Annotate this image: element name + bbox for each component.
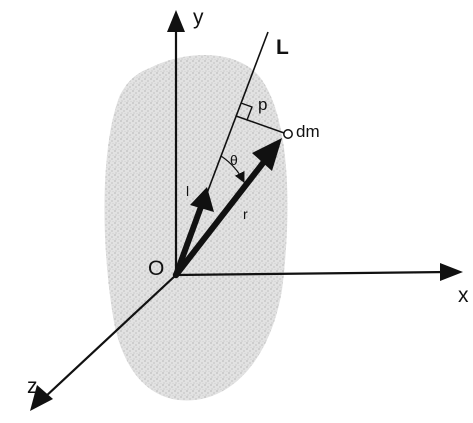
z-axis bbox=[43, 274, 177, 399]
y-axis-label: y bbox=[193, 6, 204, 29]
position-vector-arrowhead bbox=[252, 138, 282, 171]
z-axis-label: z bbox=[27, 375, 38, 398]
z-axis-arrowhead bbox=[30, 385, 53, 411]
position-vector-r bbox=[173, 152, 273, 277]
origin-point bbox=[172, 271, 180, 279]
x-axis-label: x bbox=[458, 284, 469, 307]
perpendicular-segment bbox=[235, 115, 288, 135]
unit-vector-label: l bbox=[186, 183, 189, 199]
x-axis-arrowhead bbox=[440, 263, 463, 281]
unit-vector-l bbox=[173, 202, 205, 277]
x-axis bbox=[175, 270, 449, 277]
angle-arc bbox=[220, 155, 245, 183]
line-l-label: L bbox=[276, 36, 289, 59]
unit-vector-arrowhead bbox=[190, 187, 214, 212]
mass-element-label: dm bbox=[296, 122, 320, 141]
position-vector-label: r bbox=[243, 206, 248, 222]
y-axis-arrowhead bbox=[167, 10, 185, 32]
angle-label: θ bbox=[230, 152, 238, 168]
mass-element-dot bbox=[283, 129, 293, 139]
origin-label: O bbox=[148, 257, 164, 280]
perpendicular-label: p bbox=[258, 95, 267, 114]
right-angle-marker bbox=[240, 102, 253, 121]
